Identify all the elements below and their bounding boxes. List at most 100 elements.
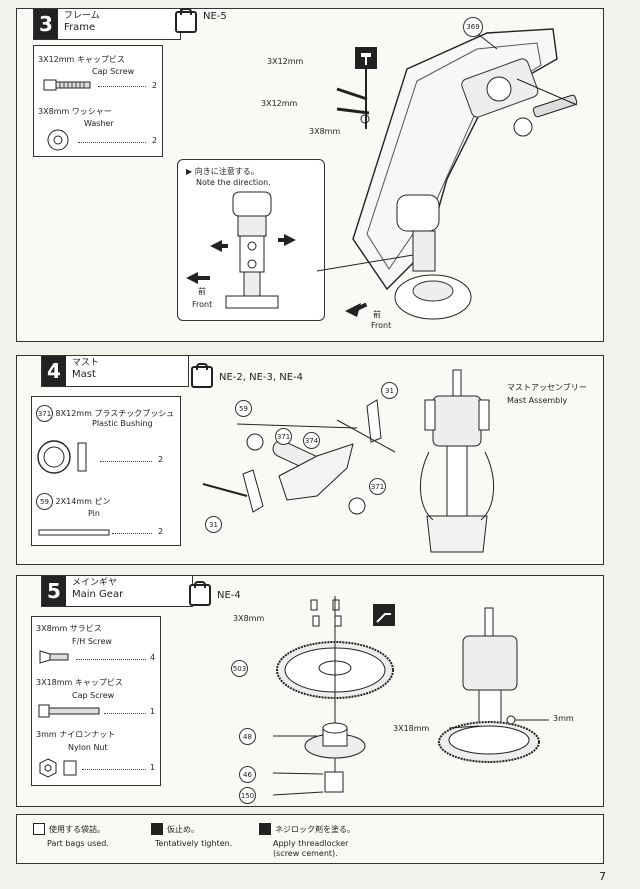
threadlock-icon: [259, 823, 271, 835]
front-label-en: Front: [192, 300, 213, 309]
part-name-en: Plastic Bushing: [92, 419, 153, 428]
legend-lock-en2: (screw cement).: [273, 849, 338, 858]
front-label-en-2: Front: [371, 321, 392, 330]
step-title-en: Frame: [64, 22, 96, 33]
callout-369: 369: [463, 17, 483, 37]
step-number: 5: [42, 576, 66, 606]
part-name-jp: 3X8mm サラビス: [36, 624, 102, 633]
cap-screw-icon: [43, 79, 91, 91]
bag-label: NE-4: [217, 589, 241, 601]
note-en: Note the direction.: [196, 178, 271, 187]
legend-bags-en: Part bags used.: [47, 839, 109, 848]
callout-31-b: 31: [205, 516, 222, 533]
legend-tight-jp: 仮止め。: [167, 824, 199, 834]
callout-bolt: 3X18mm: [393, 724, 430, 733]
step-number: 4: [42, 356, 66, 386]
bag-label: NE-5: [203, 10, 227, 22]
parts-list: 3X8mm サラビス F/H Screw 4 3X18mm キャップビス Cap…: [31, 616, 161, 786]
step-5-header: 5 メインギヤ Main Gear: [41, 575, 193, 607]
legend-threadlock: ネジロック剤を塗る。 Apply threadlocker (screw cem…: [259, 823, 355, 858]
part-number-badge: 371: [36, 405, 53, 422]
bag-indicator: NE-2, NE-3, NE-4: [191, 363, 304, 388]
part-number-badge: 59: [36, 493, 53, 510]
assembly-label-jp: マストアッセンブリー: [507, 383, 587, 392]
callout-503: 503: [231, 660, 248, 677]
tighten-icon: [151, 823, 163, 835]
flat-head-screw-icon: [39, 650, 69, 664]
part-qty: 2: [152, 136, 158, 145]
bag-label: NE-2, NE-3, NE-4: [219, 371, 304, 383]
step-number: 3: [34, 9, 58, 39]
callout-371-b: 371: [369, 478, 386, 495]
bag-icon: [33, 823, 45, 835]
callout-washer: 3X8mm: [309, 127, 341, 136]
front-label-jp-2: 前: [373, 310, 381, 319]
part-name-jp: 2X14mm ピン: [55, 497, 111, 506]
bag-indicator: NE-4: [189, 581, 241, 606]
parts-list: 371 8X12mm プラスチックブッシュ Plastic Bushing 2 …: [31, 396, 181, 546]
part-name-en: F/H Screw: [72, 637, 112, 646]
nylon-nut-icon: [39, 758, 77, 778]
step-3-section: 3 フレーム Frame NE-5 3X12mm キャップビス Cap Scre…: [16, 8, 604, 342]
bag-indicator: NE-5: [175, 8, 227, 33]
note-jp: 向きに注意する。: [194, 167, 259, 176]
callout-371: 371: [275, 428, 292, 445]
bag-icon: [189, 581, 211, 606]
part-qty: 1: [150, 707, 156, 716]
step-4-header: 4 マスト Mast: [41, 355, 189, 387]
part-name-en: Nylon Nut: [68, 743, 108, 752]
parts-list: 3X12mm キャップビス Cap Screw 2 3X8mm ワッシャー Wa…: [33, 45, 163, 157]
frame-illustration: [316, 26, 578, 320]
part-name-jp: 3X18mm キャップビス: [36, 678, 123, 687]
part-qty: 2: [158, 527, 164, 536]
step-3-header: 3 フレーム Frame: [33, 8, 181, 40]
callout-screw-a: 3X12mm: [267, 57, 304, 66]
legend: 使用する袋詰。 Part bags used. 仮止め。 Tentatively…: [16, 814, 604, 864]
part-name-jp: 8X12mm プラスチックブッシュ: [55, 409, 175, 418]
step-title-jp: フレーム: [64, 11, 100, 21]
play-icon: ▶: [186, 167, 195, 176]
legend-lock-en: Apply threadlocker: [273, 839, 349, 848]
callout-screw-b: 3X12mm: [261, 99, 298, 108]
legend-lock-jp: ネジロック剤を塗る。: [275, 824, 355, 834]
step-title-jp: メインギヤ: [72, 578, 118, 588]
callout-59: 59: [235, 400, 252, 417]
page-number: 7: [599, 870, 606, 883]
assembly-label-en: Mast Assembly: [507, 396, 568, 405]
part-name-jp: 3mm ナイロンナット: [36, 730, 116, 739]
joint-illustration: [186, 191, 296, 309]
part-qty: 1: [150, 763, 156, 772]
callout-374: 374: [303, 432, 320, 449]
part-name-en: Cap Screw: [92, 67, 135, 76]
step-title-en: Mast: [72, 369, 96, 380]
part-name-en: Washer: [84, 119, 114, 128]
legend-bags-jp: 使用する袋詰。: [49, 824, 105, 834]
step-5-section: 5 メインギヤ Main Gear NE-4 3X8mm サラビス F/H Sc…: [16, 575, 604, 807]
part-name-jp: 3X12mm キャップビス: [38, 55, 125, 64]
step-title-en: Main Gear: [72, 589, 124, 600]
pin-icon: [38, 529, 110, 536]
step-title-jp: マスト: [72, 358, 100, 368]
part-name-en: Cap Screw: [72, 691, 115, 700]
part-qty: 4: [150, 653, 156, 662]
bushing-icon: [37, 440, 87, 474]
callout-48: 48: [239, 728, 256, 745]
callout-nut: 3mm: [553, 714, 574, 723]
bag-icon: [175, 8, 197, 33]
callout-screws: 3X8mm: [233, 614, 265, 623]
direction-detail: ▶ 向きに注意する。 Note the direction. 前 Front: [177, 159, 325, 321]
callout-150: 150: [239, 787, 256, 804]
washer-icon: [47, 129, 69, 151]
legend-tighten: 仮止め。 Tentatively tighten.: [151, 823, 232, 848]
callout-31: 31: [381, 382, 398, 399]
part-name-en: Pin: [88, 509, 100, 518]
bag-icon: [191, 363, 213, 388]
callout-46: 46: [239, 766, 256, 783]
main-gear-illustration: [272, 596, 549, 796]
cap-screw-icon: [38, 704, 100, 718]
part-name-jp: 3X8mm ワッシャー: [38, 107, 112, 116]
part-qty: 2: [158, 455, 164, 464]
part-qty: 2: [152, 81, 158, 90]
step-4-section: 4 マスト Mast NE-2, NE-3, NE-4 371 8X12mm プ…: [16, 355, 604, 565]
mast-illustration: [202, 369, 495, 553]
